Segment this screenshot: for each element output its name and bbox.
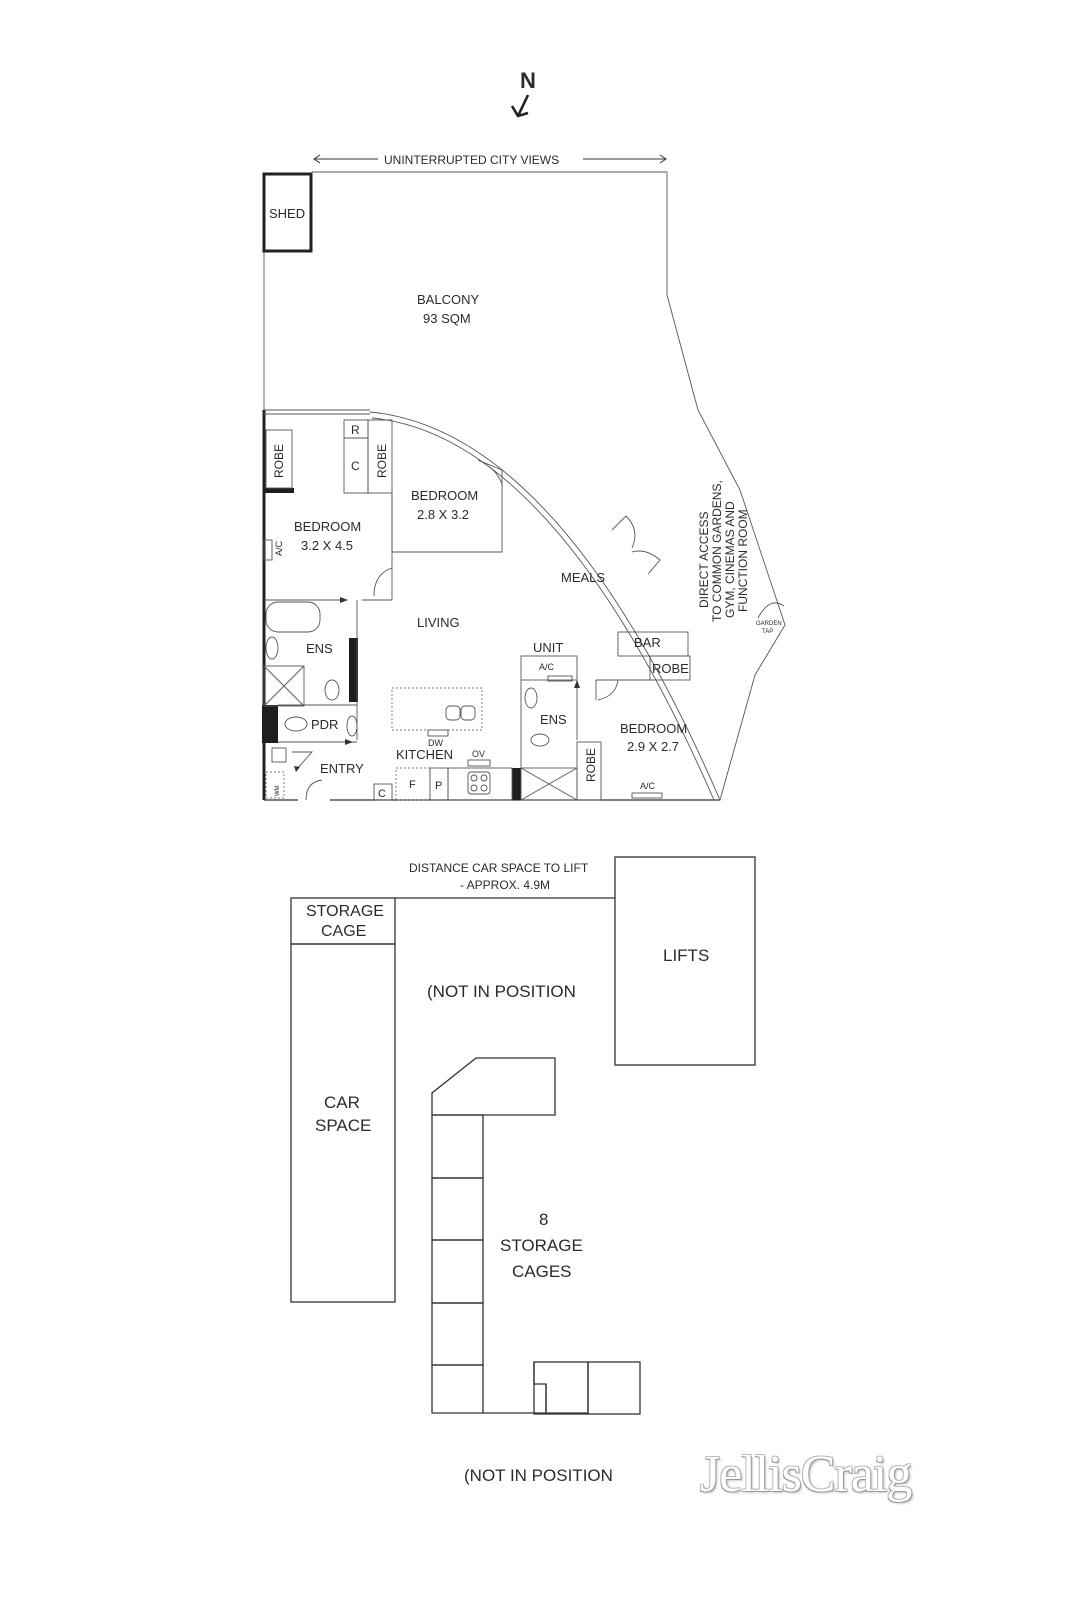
meals-label: MEALS [561,570,605,585]
wm-label: WM [275,785,281,796]
apartment-walls [262,409,721,801]
powder-room: PDR [278,715,358,745]
distance-note-line-1: DISTANCE CAR SPACE TO LIFT [409,861,589,875]
kitchen-label: KITCHEN [396,747,453,762]
views-label: UNINTERRUPTED CITY VIEWS [384,153,559,167]
carpark: DISTANCE CAR SPACE TO LIFT - APPROX. 4.9… [290,856,756,1485]
brand-logo: JellisCraig [700,1446,912,1503]
robe-4-label: ROBE [652,661,689,676]
compass-label: N [520,68,536,93]
not-in-position-2: (NOT IN POSITION [464,1466,613,1485]
bedroom-2-name: BEDROOM [411,488,478,503]
car-space-line-1: CAR [324,1093,360,1112]
ensuite-1: ENS [263,597,358,740]
storage-cages-line-3: CAGES [512,1262,572,1281]
kitchen: DW KITCHEN OV C F P [373,687,513,801]
direct-access-note: DIRECT ACCESS TO COMMON GARDENS, GYM, CI… [697,480,785,635]
balcony: BALCONY 93 SQM [263,171,786,801]
ov-label: OV [472,749,485,759]
north-arrow-icon: N [510,68,536,118]
ac-3-label: A/C [640,781,656,791]
direct-access-line-3: GYM, CINEMAS AND [723,501,737,618]
ensuite-2-label: ENS [540,712,567,727]
bedroom-1-size: 3.2 X 4.5 [301,538,353,553]
balcony-name: BALCONY [417,292,479,307]
direct-access-line-4: FUNCTION ROOM [736,509,750,612]
distance-note-line-2: - APPROX. 4.9M [460,878,550,892]
entry: ENTRY WM [265,747,364,801]
ensuite-2: UNIT A/C ENS [520,640,580,801]
direct-access-line-2: TO COMMON GARDENS, [710,480,724,622]
storage-cage-line-1: STORAGE [306,903,384,920]
closets: R C ROBE [343,419,393,494]
bedroom-3-size: 2.9 X 2.7 [627,739,679,754]
bedroom-1: ROBE A/C BEDROOM 3.2 X 4.5 [263,429,393,601]
robe-2-label: ROBE [375,444,389,478]
ac-1-label: A/C [274,540,284,556]
pdr-label: PDR [311,717,338,732]
bedroom-2-size: 2.8 X 3.2 [417,507,469,522]
meals-area: MEALS [561,515,661,585]
living-label: LIVING [417,615,460,630]
views-banner: UNINTERRUPTED CITY VIEWS [313,153,667,167]
shed-label: SHED [269,206,305,221]
entry-label: ENTRY [320,761,364,776]
storage-cages-count: 8 [539,1210,548,1229]
ensuite-1-label: ENS [306,641,333,656]
unit-label: UNIT [533,640,563,655]
shed: SHED [262,172,313,253]
storage-cages-line-2: STORAGE [500,1236,583,1255]
car-space-line-2: SPACE [315,1116,371,1135]
bedroom-1-name: BEDROOM [294,519,361,534]
pantry-label: P [435,780,442,792]
lifts-label: LIFTS [663,946,709,965]
c-label: C [351,459,360,473]
bedroom-3: BAR ROBE ROBE BEDROOM 2.9 X 2.7 A/C [576,631,691,801]
robe-3-label: ROBE [584,748,598,782]
direct-access-line-1: DIRECT ACCESS [697,512,711,608]
not-in-position-1: (NOT IN POSITION [427,982,576,1001]
garden-tap-line-2: TAP [762,629,773,635]
bedroom-2: BEDROOM 2.8 X 3.2 [391,459,503,553]
r-label: R [351,423,360,437]
dw-label: DW [428,738,443,748]
cupboard-label: C [378,788,386,800]
garden-tap-line-1: GARDEN [756,621,782,627]
bedroom-3-name: BEDROOM [620,721,687,736]
fridge-label: F [409,779,416,791]
storage-cage-line-2: CAGE [321,923,366,940]
ac-2-label: A/C [539,662,555,672]
robe-1-label: ROBE [272,444,286,478]
balcony-area: 93 SQM [423,311,471,326]
bar-label: BAR [634,635,661,650]
